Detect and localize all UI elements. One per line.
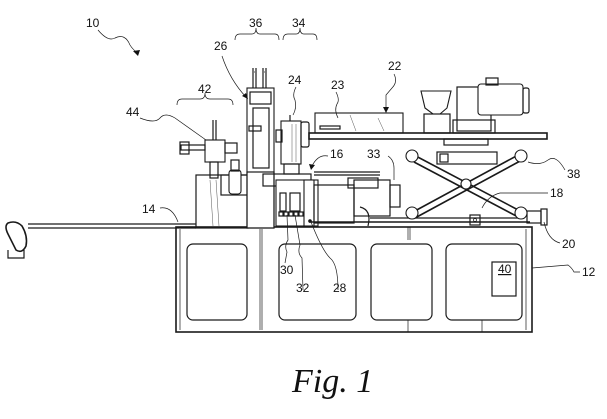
station-head-44: [205, 140, 225, 162]
station-42: [180, 120, 248, 228]
label-18: 18: [550, 186, 564, 200]
pivot-tl: [406, 150, 418, 162]
scissor-lift-18: [309, 139, 547, 225]
label-42: 42: [198, 82, 212, 96]
label-36: 36: [249, 16, 263, 30]
leader-44: [140, 115, 206, 140]
pivot-center: [461, 179, 471, 189]
pivot-tr: [515, 150, 527, 162]
label-14: 14: [142, 202, 156, 216]
label-33: 33: [367, 147, 381, 161]
motor-unit-24: [276, 115, 309, 174]
base-cabinet: [176, 227, 532, 332]
table-arm: [6, 222, 196, 258]
figure-caption: Fig. 1: [291, 363, 373, 400]
label-20: 20: [562, 237, 576, 251]
leader-24: [293, 87, 296, 115]
label-30: 30: [280, 263, 294, 277]
label-24: 24: [288, 73, 302, 87]
label-22: 22: [388, 59, 402, 73]
bottle: [229, 170, 241, 194]
label-40: 40: [498, 262, 512, 276]
leader-28: [311, 222, 338, 290]
label-12: 12: [582, 265, 596, 279]
label-38: 38: [567, 167, 581, 181]
leader-26: [222, 56, 246, 97]
pivot-br: [515, 207, 527, 219]
leader-22: [386, 74, 396, 110]
leader-14: [160, 208, 178, 222]
label-44: 44: [126, 105, 140, 119]
label-16: 16: [330, 147, 344, 161]
extruder-22: [309, 78, 547, 139]
cabinet-door-3: [371, 244, 432, 320]
label-10: 10: [86, 16, 100, 30]
leader-16: [312, 156, 328, 166]
label-28: 28: [333, 281, 347, 295]
cabinet-door-4: [446, 244, 522, 320]
label-34: 34: [292, 16, 306, 30]
leader-12: [532, 265, 580, 272]
arm-handle: [6, 222, 27, 251]
label-26: 26: [214, 39, 228, 53]
pivot-bl: [406, 207, 418, 219]
hopper: [421, 91, 451, 114]
press-column-26: [247, 68, 274, 228]
leader-10: [98, 30, 138, 53]
extruder-rail: [309, 133, 547, 139]
cabinet-door-1: [187, 244, 247, 320]
leader-38: [528, 158, 565, 170]
label-23: 23: [331, 78, 345, 92]
barrel-23: [315, 113, 403, 133]
label-32: 32: [296, 281, 310, 295]
drive-motor: [478, 84, 523, 115]
leader-33: [388, 156, 394, 180]
